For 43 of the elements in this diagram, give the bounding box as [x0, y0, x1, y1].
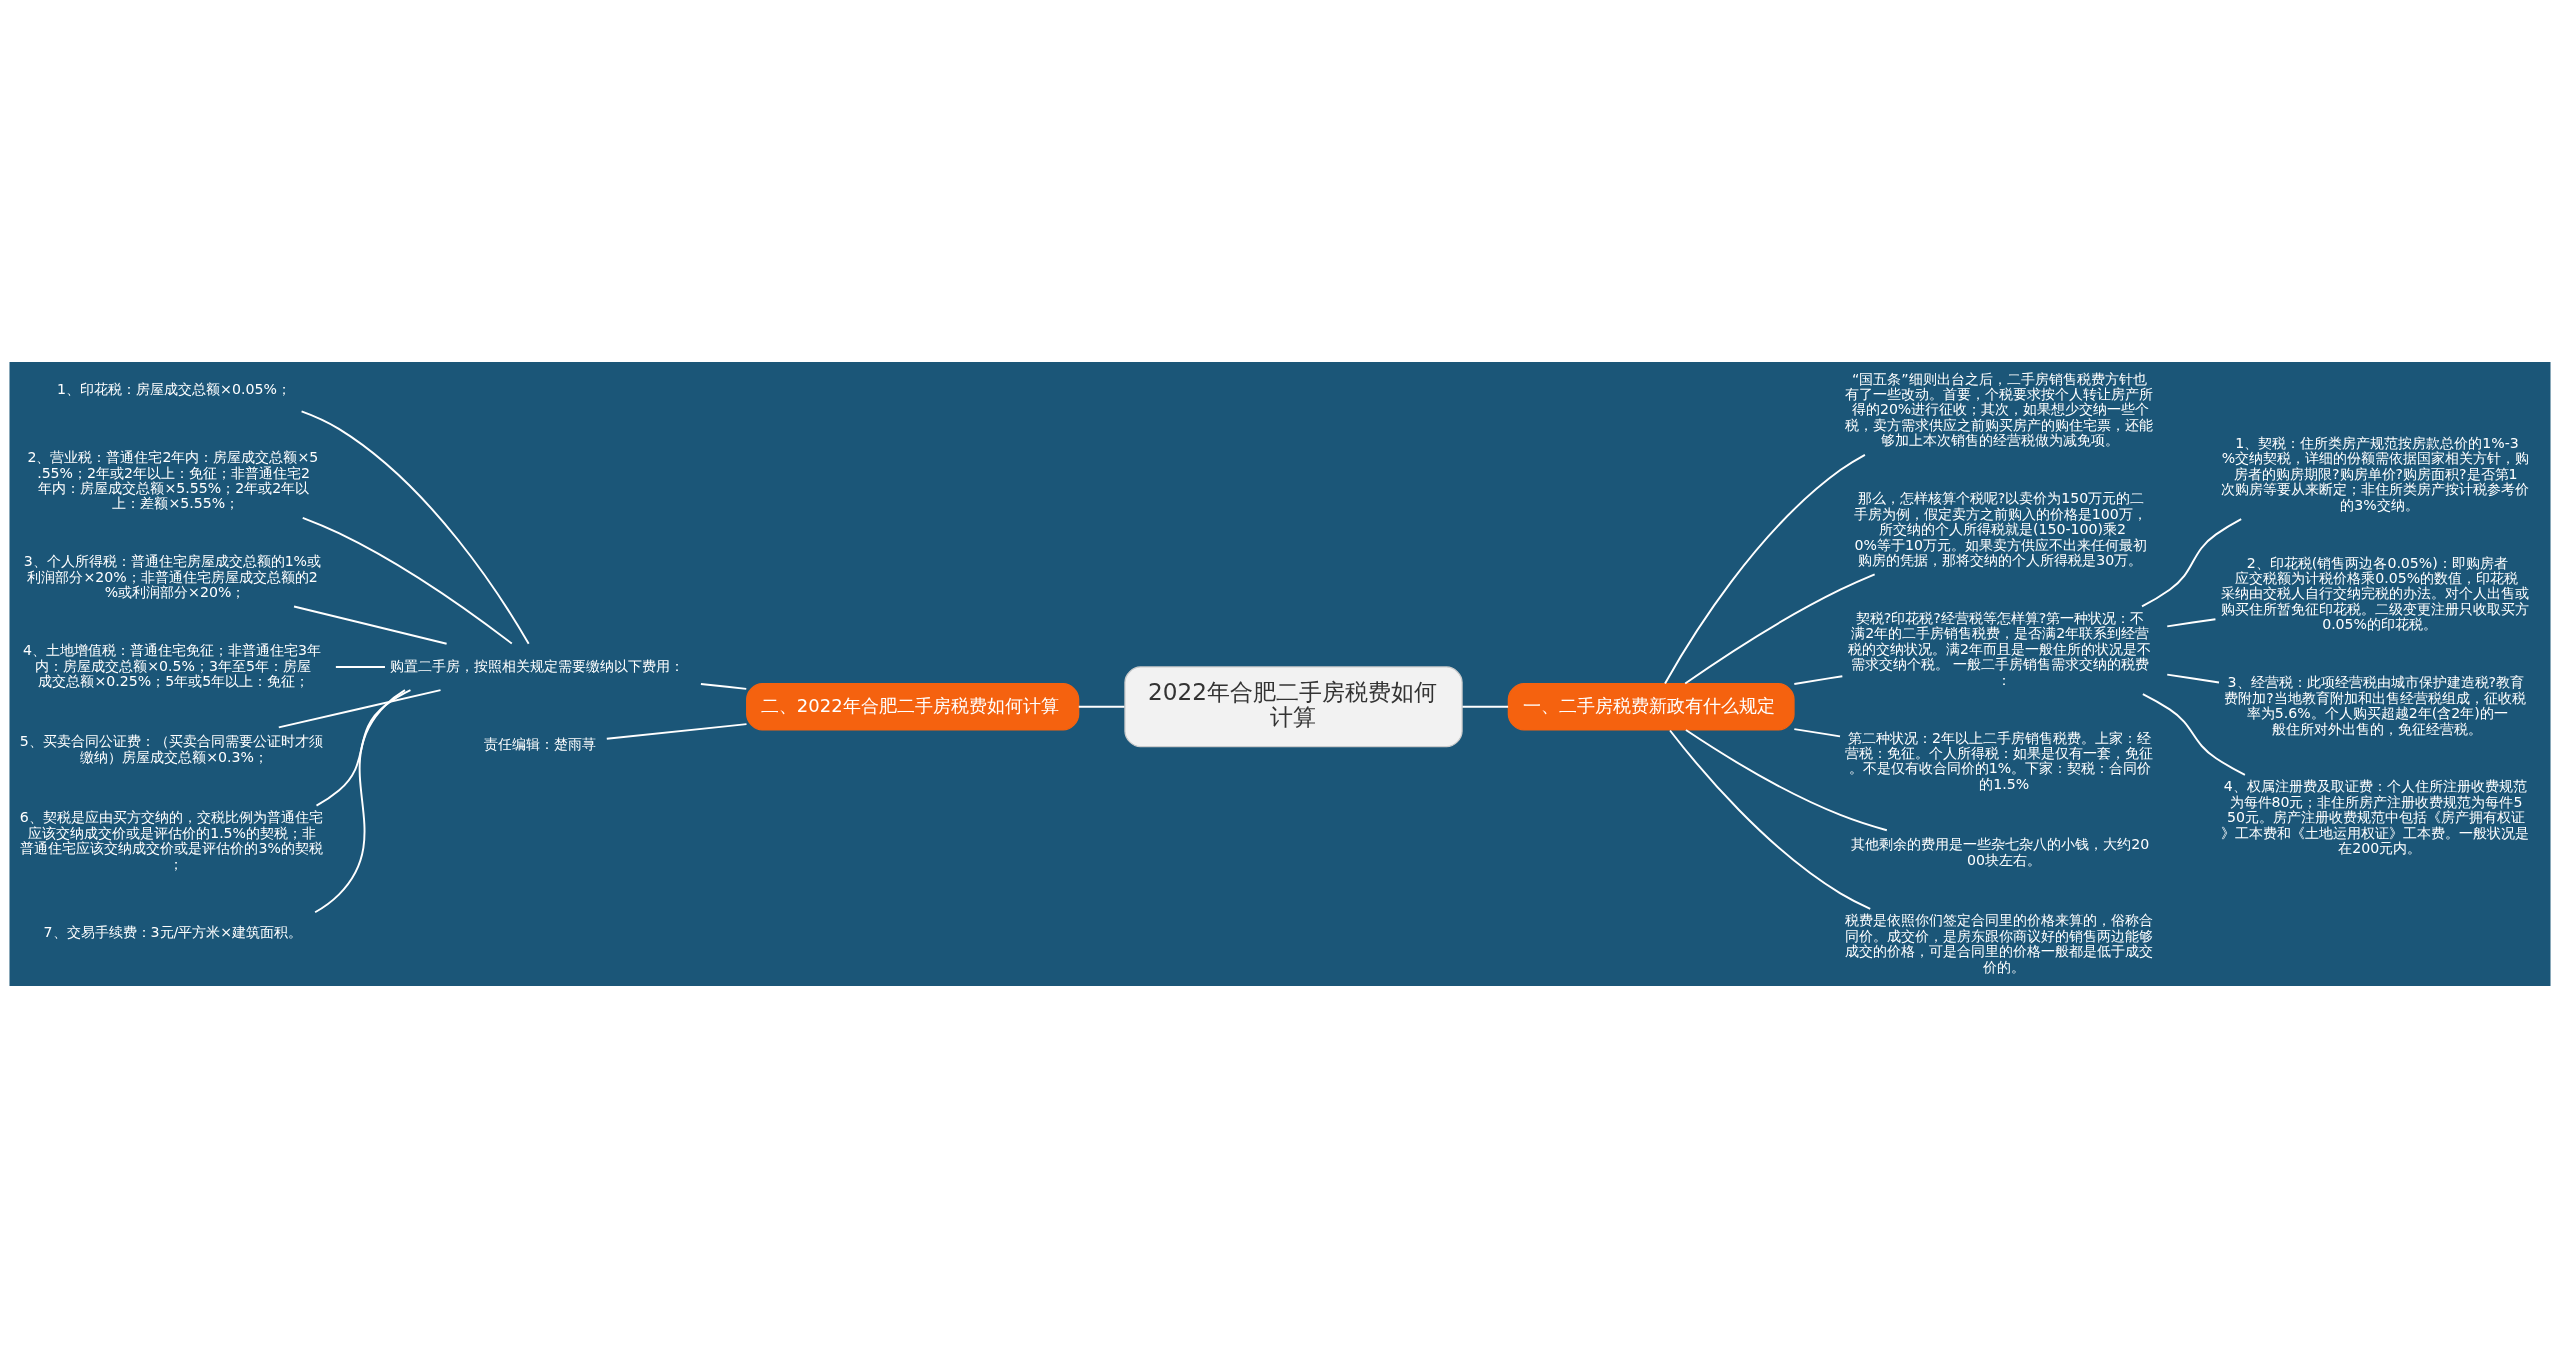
node-text: 7、交易手续费：3元/平方米×建筑面积。 — [43, 923, 303, 940]
connector — [699, 683, 748, 690]
node-text: 4、权属注册费及取证费：个人住所注册收费规范为每件80元；非住所房产注册收费规范为每件550元。房产注册收费规范中包括《房产拥有权证》工本费和《土地运用权证》工本费。一般状况是在200元内。 — [2221, 778, 2530, 857]
connector — [605, 723, 748, 740]
node-text: 2、印花税(销售两边各0.05%)：即购房者应交税额为计税价格乘0.05%的数值，印花税采纳由交税人自行交纳完税的办法。对个人出售或购买住所暂免征印花税。二级变更注册只收取买方0.05%的印花税。 — [2221, 554, 2530, 633]
node-box: 二、2022年合肥二手房税费如何计算 — [746, 683, 1080, 731]
connector — [2166, 618, 2217, 628]
node-text: 那么，怎样核算个税呢?以卖价为150万元的二手房为例，假定卖方之前购入的价格是100万，所交纳的个人所得税就是(150-100)乘20%等于10万元。如果卖方供应不出来任何最初购房的凭据，那将交纳的个人所得税是30万。 — [1853, 490, 2147, 569]
node-text: 4、土地增值税：普通住宅免征；非普通住宅3年内：房屋成交总额×0.5%；3年至5年：房屋成交总额×0.25%；5年或5年以上：免征； — [22, 642, 321, 689]
node-text: 1、契税：住所类房产规范按房款总价的1%-3%交纳契税，详细的份额需依据国家相关方针，购房者的购房期限?购房单价?购房面积?是否第1次购房等要从来断定；非住所类房产按计税参考价的3%交纳。 — [2221, 434, 2530, 513]
connector — [314, 689, 406, 914]
node-text: 契税?印花税?经营税等怎样算?第一种状况：不满2年的二手房销售税费，是否满2年联系到经营税的交纳状况。满2年而且是一般住所的状况是不需求交纳个税。 一般二手房销售需求交纳的税费： — [1848, 609, 2152, 688]
connector — [1461, 705, 1510, 708]
connector — [300, 410, 530, 645]
node-text: 1、印花税：房屋成交总额×0.05%； — [57, 380, 291, 397]
connector — [2166, 673, 2220, 684]
connector — [334, 665, 386, 668]
node-text: 责任编辑：楚雨荨 — [484, 736, 597, 753]
connector — [1793, 675, 1844, 685]
node-text: 5、买卖合同公证费：（买卖合同需要公证时才须缴纳）房屋成交总额×0.3%； — [19, 733, 323, 765]
connector — [2141, 518, 2243, 608]
node-text: 第二种状况：2年以上二手房销售税费。上家：经营税：免征。个人所得税：如果是仅有一套，免征。不是仅有收合同价的1%。下家：契税：合同价的1.5% — [1845, 729, 2154, 792]
connector — [277, 689, 442, 729]
connector — [301, 516, 513, 645]
node-text: 3、个人所得税：普通住宅房屋成交总额的1%或利润部分×20%；非普通住宅房屋成交总额的2%或利润部分×20%； — [23, 553, 322, 601]
connector — [1684, 729, 1888, 832]
connector — [2141, 693, 2246, 776]
node-text: 3、经营税：此项经营税由城市保护建造税?教育费附加?当地教育附加和出售经营税组成，征收税率为5.6%。个人购买超越2年(含2年)的一般住所对外出售的，免征经营税。 — [2224, 674, 2526, 737]
connector — [1077, 705, 1126, 708]
connector — [293, 605, 448, 645]
connector — [1793, 728, 1841, 738]
connector — [1669, 729, 1872, 910]
connector — [315, 689, 412, 807]
node-box: 2022年合肥二手房税费如何计算 — [1124, 666, 1463, 748]
node-text: 2、营业税：普通住宅2年内：房屋成交总额×5.55%；2年或2年以上：免征；非普通住宅2年内：房屋成交总额×5.55%；2年或2年以上：差额×5.55%； — [27, 449, 319, 512]
node-text: 税费是依照你们签定合同里的价格来算的，俗称合同价。成交价，是房东跟你商议好的销售两边能够成交的价格，可是合同里的价格一般都是低于成交价的。 — [1845, 912, 2154, 975]
connector — [1664, 453, 1866, 685]
node-box: 一、二手房税费新政有什么规定 — [1507, 683, 1795, 731]
connector — [1684, 573, 1876, 685]
node-text: 6、契税是应由买方交纳的，交税比例为普通住宅应该交纳成交价或是评估价的1.5%的契税；非普通住宅应该交纳成交价或是评估价的3%的契税； — [19, 809, 323, 872]
node-text: 其他剩余的费用是一些杂七杂八的小钱，大约2000块左右。 — [1851, 836, 2150, 868]
node-text: 购置二手房，按照相关规定需要缴纳以下费用： — [390, 657, 685, 674]
node-text: “国五条”细则出台之后，二手房销售税费方针也有了一些改动。首要，个税要求按个人转让房产所得的20%进行征收；其次，如果想少交纳一些个税，卖方需求供应之前购买房产的购住宅票，还能够加上本次销售的经营税做为减免项。 — [1845, 370, 2154, 449]
